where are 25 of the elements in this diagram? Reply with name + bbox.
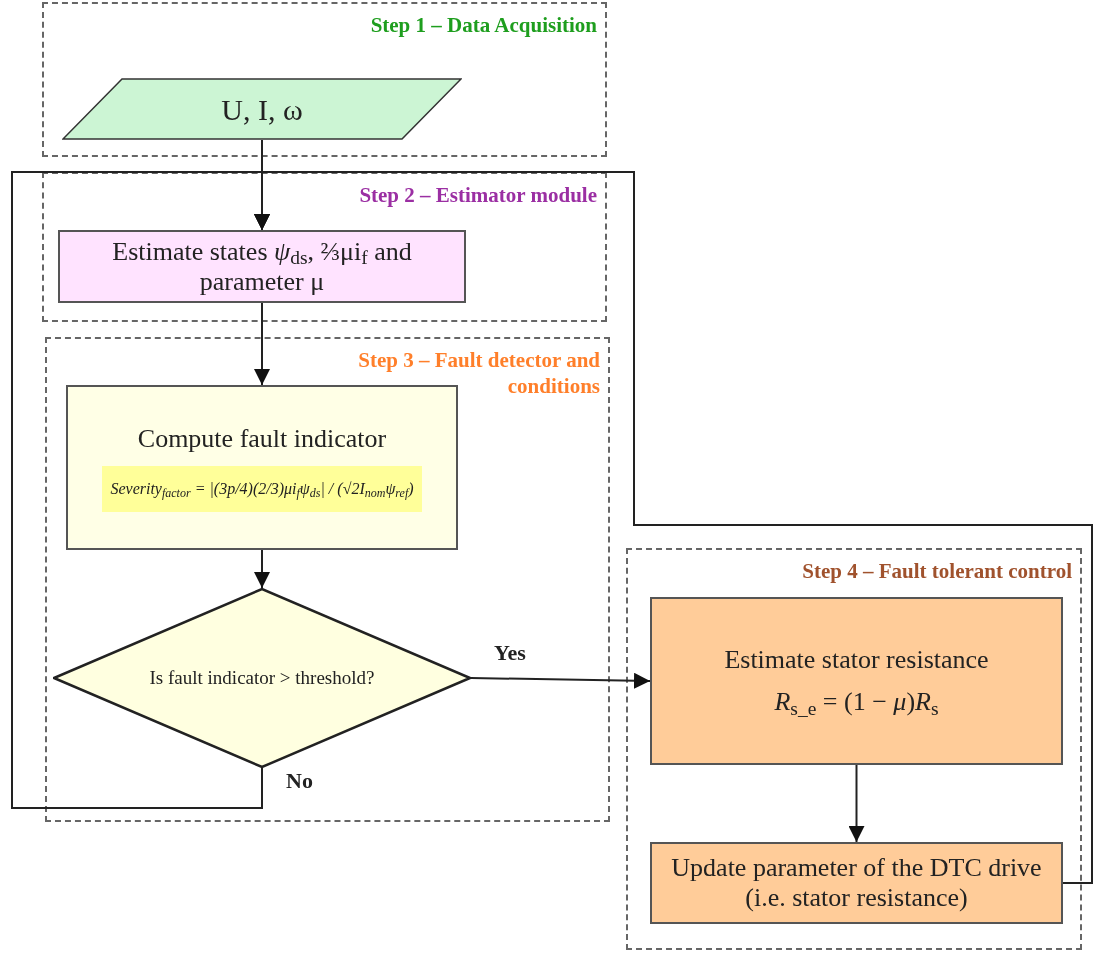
- box-text: Estimate stator resistance: [724, 645, 989, 675]
- step-title: Step 2 – Estimator module: [359, 183, 597, 207]
- step-group: [42, 2, 607, 157]
- process-box: [58, 230, 466, 303]
- step-title: Step 1 – Data Acquisition: [370, 13, 597, 37]
- process-box: [66, 385, 458, 550]
- step-group: [45, 337, 610, 822]
- formula: Severity$_{factor}$ = |(3p/4)(2/3)μi$_{f}$ψ$_{ds}$| / (√2I$_{nom}$ψ$_{ref}$): [102, 465, 422, 512]
- arrow: [254, 171, 1093, 884]
- arrow: [848, 764, 865, 843]
- step-group: [42, 172, 607, 322]
- box-text: Estimate states ψ$_{ds}$, ⅔μi$_{f}$ and parameter μ: [111, 236, 413, 297]
- box-text: Compute fault indicator: [137, 423, 387, 454]
- arrow: [254, 549, 270, 589]
- input-label: U, I, ω: [221, 91, 303, 128]
- step-title: Step 4 – Fault tolerant control: [802, 559, 1072, 583]
- step-title: Step 3 – Fault detector and conditions: [358, 348, 600, 398]
- process-box: [650, 842, 1063, 924]
- arrow: [470, 672, 651, 689]
- arrow: [254, 302, 270, 386]
- process-box: [650, 597, 1063, 765]
- formula: R$_{s_e}$ = (1 − μ)R$_{s}$: [774, 687, 939, 717]
- decision-text: Is fault indicator > threshold?: [149, 665, 375, 690]
- step-group: [626, 548, 1082, 950]
- box-text: Update parameter of the DTC drive (i.e. stator resistance): [670, 853, 1043, 913]
